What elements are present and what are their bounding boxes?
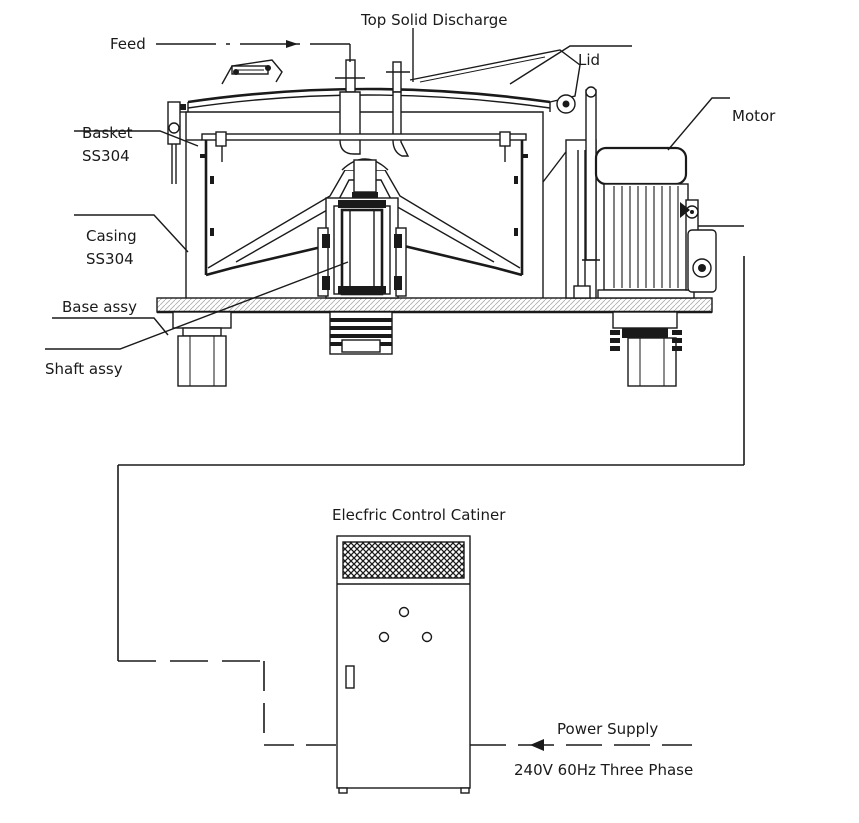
label-shaft-assy: Shaft assy	[45, 360, 123, 378]
discharge-pipe	[386, 61, 410, 157]
label-top-solid-discharge: Top Solid Discharge	[360, 11, 508, 29]
cone-hub	[207, 158, 521, 269]
pulley	[329, 311, 393, 355]
label-casing: Casing	[86, 227, 137, 245]
label-basket: Basket	[82, 124, 133, 142]
label-control-cabinet: Elecfric Control Catiner	[332, 506, 506, 524]
wiring	[117, 256, 745, 751]
labels: Top Solid Discharge Feed Lid Motor Baske…	[45, 11, 776, 779]
indicator-top	[398, 606, 410, 618]
leader-lines	[45, 28, 744, 350]
label-base-assy: Base assy	[62, 298, 137, 316]
label-feed: Feed	[110, 35, 146, 53]
right-foot	[610, 311, 682, 387]
base-plate	[156, 297, 713, 314]
door-handle	[345, 665, 355, 689]
power-arrow	[530, 739, 544, 751]
label-power-spec: 240V 60Hz Three Phase	[514, 761, 693, 779]
label-power-supply: Power Supply	[557, 720, 658, 738]
lid	[167, 49, 581, 184]
shaft-assembly	[317, 197, 407, 299]
motor	[594, 146, 717, 299]
control-cabinet	[336, 535, 471, 794]
label-casing-material: SS304	[86, 250, 134, 268]
indicator-left	[378, 631, 390, 643]
label-motor: Motor	[732, 107, 776, 125]
basket	[186, 131, 528, 277]
indicator-right	[421, 631, 433, 643]
centrifuge	[156, 49, 717, 387]
label-basket-material: SS304	[82, 147, 130, 165]
left-foot	[172, 311, 232, 387]
motor-bracket	[565, 86, 600, 299]
label-lid: Lid	[578, 51, 600, 69]
